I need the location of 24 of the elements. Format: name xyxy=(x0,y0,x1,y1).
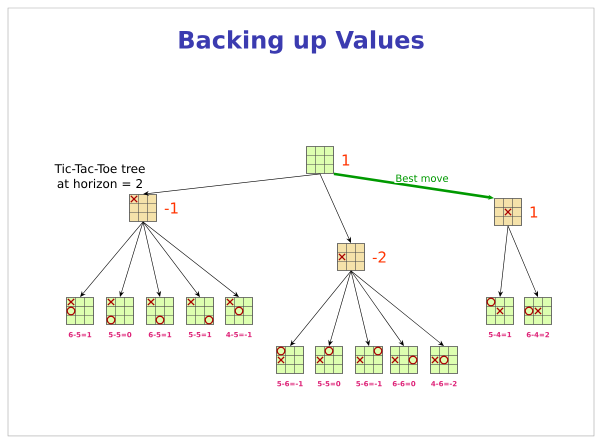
arrow xyxy=(143,174,320,196)
board-grid xyxy=(390,346,418,374)
board-grid xyxy=(430,346,458,374)
board-grid xyxy=(276,346,304,374)
board-grid xyxy=(106,297,134,325)
board-grid xyxy=(186,297,214,325)
value-label: 1 xyxy=(342,154,350,166)
board-grid xyxy=(129,194,157,222)
board-grid xyxy=(146,297,174,325)
value-label: 1 xyxy=(530,206,538,218)
value-label: -1 xyxy=(164,202,178,214)
board-grid xyxy=(225,297,253,325)
board-grid xyxy=(315,346,343,374)
caption-text: Tic-Tac-Toe tree at horizon = 2 xyxy=(54,164,145,188)
board-grid xyxy=(494,198,522,226)
edge-label: Best move xyxy=(394,174,450,183)
board-grid xyxy=(306,146,334,174)
title: Backing up Values xyxy=(179,30,424,54)
board-grid xyxy=(66,297,94,325)
board-grid xyxy=(337,243,365,271)
board-grid xyxy=(486,297,514,325)
board-grid xyxy=(524,297,552,325)
value-label: -2 xyxy=(372,251,386,263)
board-grid xyxy=(355,346,383,374)
